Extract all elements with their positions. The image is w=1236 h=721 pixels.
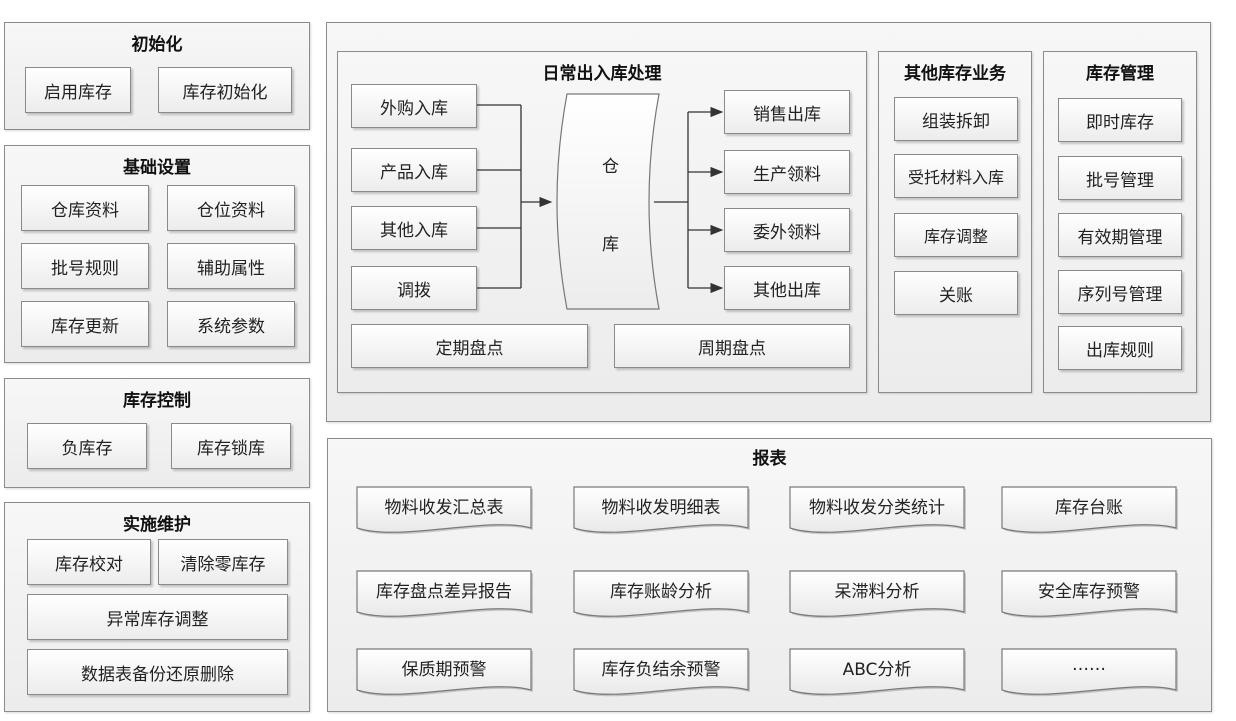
sales-outbound-button[interactable]: 销售出库: [724, 90, 850, 134]
document-shape: [1001, 486, 1178, 535]
inventory-update-button[interactable]: 库存更新: [21, 301, 149, 347]
warehouse-data-button[interactable]: 仓库资料: [21, 185, 149, 231]
report-item[interactable]: 安全库存预警: [1001, 570, 1178, 622]
other-outbound-button[interactable]: 其他出库: [724, 266, 850, 310]
inventory-adjust-button[interactable]: 库存调整: [894, 213, 1018, 257]
other-inbound-button[interactable]: 其他入库: [351, 206, 477, 250]
report-item[interactable]: 保质期预警: [356, 648, 533, 700]
purchase-inbound-button[interactable]: 外购入库: [351, 84, 477, 128]
document-shape: [573, 486, 750, 535]
inventory-check-button[interactable]: 库存校对: [27, 539, 151, 585]
other-business-panel: 其他库存业务 组装拆卸 受托材料入库 库存调整 关账: [878, 51, 1032, 393]
reports-title: 报表: [752, 449, 787, 469]
consigned-material-button[interactable]: 受托材料入库: [894, 154, 1018, 198]
report-item-label: 库存盘点差异报告: [376, 582, 512, 602]
document-shape: [356, 486, 533, 535]
inventory-mgmt-title: 库存管理: [1086, 64, 1154, 84]
report-item[interactable]: 物料收发分类统计: [789, 486, 966, 538]
batch-rule-button[interactable]: 批号规则: [21, 243, 149, 289]
document-shape: [1001, 648, 1178, 697]
document-shape: [789, 570, 966, 619]
report-item[interactable]: 库存账龄分析: [573, 570, 750, 622]
report-item-label: 呆滞料分析: [834, 582, 920, 602]
assembly-button[interactable]: 组装拆卸: [894, 97, 1018, 141]
abnormal-adjust-button[interactable]: 异常库存调整: [27, 594, 288, 640]
report-item-label: 安全库存预警: [1038, 582, 1140, 602]
production-picking-button[interactable]: 生产领料: [724, 150, 850, 194]
batch-mgmt-button[interactable]: 批号管理: [1058, 156, 1182, 200]
report-item[interactable]: 物料收发汇总表: [356, 486, 533, 538]
warehouse-char-2: 库: [602, 235, 619, 255]
basic-settings-title: 基础设置: [123, 158, 191, 178]
cycle-count-button[interactable]: 周期盘点: [614, 324, 850, 368]
init-panel: 初始化 启用库存 库存初始化: [4, 22, 310, 130]
report-item-label: 保质期预警: [401, 660, 487, 680]
report-item-label: 物料收发分类统计: [809, 498, 945, 518]
location-data-button[interactable]: 仓位资料: [167, 185, 295, 231]
inventory-mgmt-panel: 库存管理 即时库存 批号管理 有效期管理 序列号管理 出库规则: [1043, 51, 1197, 393]
maintenance-panel: 实施维护 库存校对 清除零库存 异常库存调整 数据表备份还原删除: [4, 502, 310, 712]
report-item-label: ABC分析: [842, 660, 912, 680]
document-shape: [789, 486, 966, 535]
clear-zero-inventory-button[interactable]: 清除零库存: [158, 539, 288, 585]
inventory-init-button[interactable]: 库存初始化: [158, 67, 292, 113]
daily-io-title: 日常出入库处理: [542, 64, 662, 84]
report-item-label: ……: [1072, 655, 1106, 675]
negative-inventory-button[interactable]: 负库存: [27, 423, 147, 469]
enable-inventory-button[interactable]: 启用库存: [25, 67, 131, 113]
system-params-button[interactable]: 系统参数: [167, 301, 295, 347]
report-item[interactable]: 库存盘点差异报告: [356, 570, 533, 622]
report-item[interactable]: 物料收发明细表: [573, 486, 750, 538]
report-item[interactable]: 库存台账: [1001, 486, 1178, 538]
document-shape: [356, 648, 533, 697]
other-business-title: 其他库存业务: [904, 64, 1006, 84]
backup-restore-button[interactable]: 数据表备份还原删除: [27, 649, 288, 695]
inventory-control-title: 库存控制: [123, 391, 191, 411]
document-shape: [573, 648, 750, 697]
document-shape: [573, 570, 750, 619]
init-title: 初始化: [131, 35, 183, 55]
document-shape: [789, 648, 966, 697]
transfer-button[interactable]: 调拨: [351, 266, 477, 310]
storage-shape: [556, 93, 660, 310]
document-shape: [1001, 570, 1178, 619]
product-inbound-button[interactable]: 产品入库: [351, 148, 477, 192]
periodic-count-button[interactable]: 定期盘点: [351, 324, 588, 368]
warehouse-node: 仓 库: [553, 92, 669, 312]
outsourcing-picking-button[interactable]: 委外领料: [724, 208, 850, 252]
inventory-control-panel: 库存控制 负库存 库存锁库: [4, 378, 310, 488]
realtime-inventory-button[interactable]: 即时库存: [1058, 98, 1182, 142]
report-item-label: 物料收发明细表: [601, 498, 721, 518]
period-close-button[interactable]: 关账: [894, 271, 1018, 315]
report-item[interactable]: ……: [1001, 648, 1178, 700]
report-item-label: 库存负结余预警: [601, 660, 721, 680]
report-item-label: 库存台账: [1055, 498, 1123, 518]
warehouse-char-1: 仓: [602, 157, 619, 177]
maintenance-title: 实施维护: [123, 515, 191, 535]
report-item-label: 库存账龄分析: [610, 582, 712, 602]
aux-attribute-button[interactable]: 辅助属性: [167, 243, 295, 289]
expiry-mgmt-button[interactable]: 有效期管理: [1058, 213, 1182, 257]
document-shape: [356, 570, 533, 619]
report-item[interactable]: 库存负结余预警: [573, 648, 750, 700]
inventory-lock-button[interactable]: 库存锁库: [171, 423, 291, 469]
report-item[interactable]: ABC分析: [789, 648, 966, 700]
outbound-rule-button[interactable]: 出库规则: [1058, 326, 1182, 370]
basic-settings-panel: 基础设置 仓库资料 仓位资料 批号规则 辅助属性 库存更新 系统参数: [4, 145, 310, 363]
report-item[interactable]: 呆滞料分析: [789, 570, 966, 622]
serial-mgmt-button[interactable]: 序列号管理: [1058, 270, 1182, 314]
report-item-label: 物料收发汇总表: [384, 498, 504, 518]
